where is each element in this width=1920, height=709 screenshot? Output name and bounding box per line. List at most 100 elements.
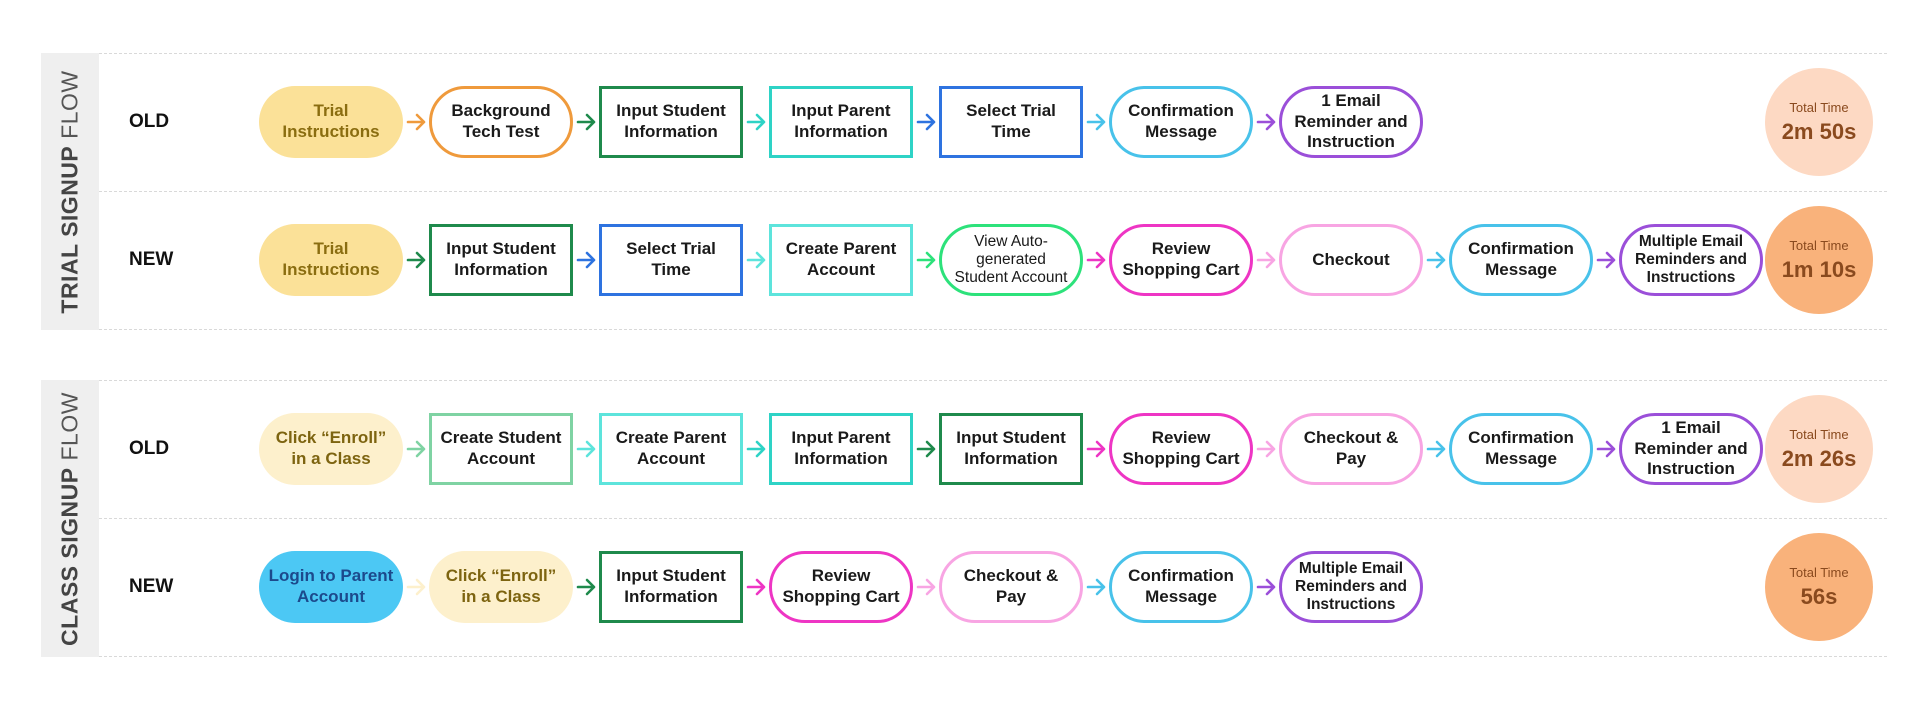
- section-label: CLASS SIGNUP FLOW: [41, 380, 99, 657]
- class-signup-section: CLASS SIGNUP FLOW OLD Click “Enroll” in …: [41, 380, 1887, 657]
- row-label: OLD: [129, 438, 170, 459]
- arrow-right-icon: [1596, 440, 1616, 458]
- divider: [99, 518, 1887, 519]
- flow-step: Create Parent Account: [769, 224, 913, 296]
- total-time-label: Total Time: [1789, 564, 1849, 580]
- flow-step: Login to Parent Account: [259, 551, 403, 623]
- arrow-right-icon: [1426, 440, 1446, 458]
- total-time-label: Total Time: [1789, 237, 1849, 253]
- flow-step: Confirmation Message: [1449, 413, 1593, 485]
- total-time-value: 2m 50s: [1781, 118, 1857, 144]
- divider: [99, 191, 1887, 192]
- trial-signup-section: TRIAL SIGNUP FLOW OLD Trial Instructions…: [41, 53, 1887, 330]
- flow-step: Input Student Information: [599, 551, 743, 623]
- arrow-right-icon: [406, 113, 426, 131]
- arrow-right-icon: [576, 251, 596, 269]
- total-time-value: 56s: [1800, 583, 1838, 609]
- flow-step: Input Parent Information: [769, 413, 913, 485]
- section-label: TRIAL SIGNUP FLOW: [41, 53, 99, 330]
- row-label: NEW: [129, 249, 174, 270]
- flow-step: Input Student Information: [939, 413, 1083, 485]
- total-time-badge: Total Time 2m 50s: [1765, 68, 1873, 176]
- divider: [99, 53, 1887, 54]
- arrow-right-icon: [576, 113, 596, 131]
- step-list: Login to Parent Account Click “Enroll” in…: [99, 518, 1887, 656]
- row-label: NEW: [129, 576, 174, 597]
- arrow-right-icon: [746, 578, 766, 596]
- total-time-badge: Total Time 56s: [1765, 533, 1873, 641]
- section-title-strong: CLASS SIGNUP: [56, 466, 83, 646]
- arrow-right-icon: [1256, 440, 1276, 458]
- flow-step: Multiple Email Reminders and Instruction…: [1279, 551, 1423, 623]
- arrow-right-icon: [1086, 251, 1106, 269]
- arrow-right-icon: [916, 251, 936, 269]
- section-title-light: FLOW: [56, 69, 83, 139]
- total-time-label: Total Time: [1789, 426, 1849, 442]
- flow-step: Review Shopping Cart: [1109, 413, 1253, 485]
- flow-step: 1 Email Reminder and Instruction: [1279, 86, 1423, 158]
- flow-step: Checkout & Pay: [939, 551, 1083, 623]
- arrow-right-icon: [1086, 440, 1106, 458]
- arrow-right-icon: [746, 113, 766, 131]
- flow-step: 1 Email Reminder and Instruction: [1619, 413, 1763, 485]
- step-list: Trial Instructions Background Tech Test In…: [99, 53, 1887, 191]
- arrow-right-icon: [916, 440, 936, 458]
- flow-step: Confirmation Message: [1109, 86, 1253, 158]
- arrow-right-icon: [406, 578, 426, 596]
- flow-step: Select Trial Time: [939, 86, 1083, 158]
- flow-step: Trial Instructions: [259, 224, 403, 296]
- flow-row: NEW Login to Parent Account Click “Enroll…: [99, 518, 1887, 656]
- flow-row: OLD Trial Instructions Background Tech Te…: [99, 53, 1887, 191]
- flow-step: Checkout & Pay: [1279, 413, 1423, 485]
- flow-step: Click “Enroll” in a Class: [259, 413, 403, 485]
- flow-step: Input Student Information: [429, 224, 573, 296]
- flow-step: Create Parent Account: [599, 413, 743, 485]
- flow-step: Trial Instructions: [259, 86, 403, 158]
- arrow-right-icon: [1256, 578, 1276, 596]
- arrow-right-icon: [1086, 113, 1106, 131]
- row-label: OLD: [129, 111, 170, 132]
- flow-row: OLD Click “Enroll” in a Class Create Stud…: [99, 380, 1887, 518]
- section-title: CLASS SIGNUP FLOW: [57, 392, 84, 646]
- flow-step: Review Shopping Cart: [769, 551, 913, 623]
- arrow-right-icon: [1256, 251, 1276, 269]
- step-list: Trial Instructions Input Student Informat…: [99, 191, 1887, 329]
- flow-step: Input Student Information: [599, 86, 743, 158]
- section-title: TRIAL SIGNUP FLOW: [57, 70, 84, 313]
- divider: [99, 380, 1887, 381]
- total-time-badge: Total Time 1m 10s: [1765, 206, 1873, 314]
- flow-row: NEW Trial Instructions Input Student Info…: [99, 191, 1887, 329]
- section-title-light: FLOW: [56, 391, 83, 461]
- arrow-right-icon: [406, 440, 426, 458]
- arrow-right-icon: [916, 113, 936, 131]
- arrow-right-icon: [1256, 113, 1276, 131]
- flow-step: Create Student Account: [429, 413, 573, 485]
- arrow-right-icon: [406, 251, 426, 269]
- divider: [99, 656, 1887, 657]
- total-time-label: Total Time: [1789, 99, 1849, 115]
- flow-step: Multiple Email Reminders and Instruction…: [1619, 224, 1763, 296]
- arrow-right-icon: [1596, 251, 1616, 269]
- arrow-right-icon: [746, 251, 766, 269]
- flow-step: Background Tech Test: [429, 86, 573, 158]
- flow-step: Input Parent Information: [769, 86, 913, 158]
- flow-step: Confirmation Message: [1109, 551, 1253, 623]
- flow-step: Checkout: [1279, 224, 1423, 296]
- flow-step: Review Shopping Cart: [1109, 224, 1253, 296]
- flow-step: Confirmation Message: [1449, 224, 1593, 296]
- total-time-value: 2m 26s: [1781, 445, 1857, 471]
- arrow-right-icon: [746, 440, 766, 458]
- total-time-value: 1m 10s: [1781, 256, 1857, 282]
- arrow-right-icon: [1086, 578, 1106, 596]
- arrow-right-icon: [576, 578, 596, 596]
- arrow-right-icon: [916, 578, 936, 596]
- flow-step: View Auto-generated Student Account: [939, 224, 1083, 296]
- step-list: Click “Enroll” in a Class Create Student …: [99, 380, 1887, 518]
- total-time-badge: Total Time 2m 26s: [1765, 395, 1873, 503]
- section-title-strong: TRIAL SIGNUP: [56, 145, 83, 314]
- divider: [99, 329, 1887, 330]
- arrow-right-icon: [576, 440, 596, 458]
- flow-step: Click “Enroll” in a Class: [429, 551, 573, 623]
- arrow-right-icon: [1426, 251, 1446, 269]
- flow-step: Select Trial Time: [599, 224, 743, 296]
